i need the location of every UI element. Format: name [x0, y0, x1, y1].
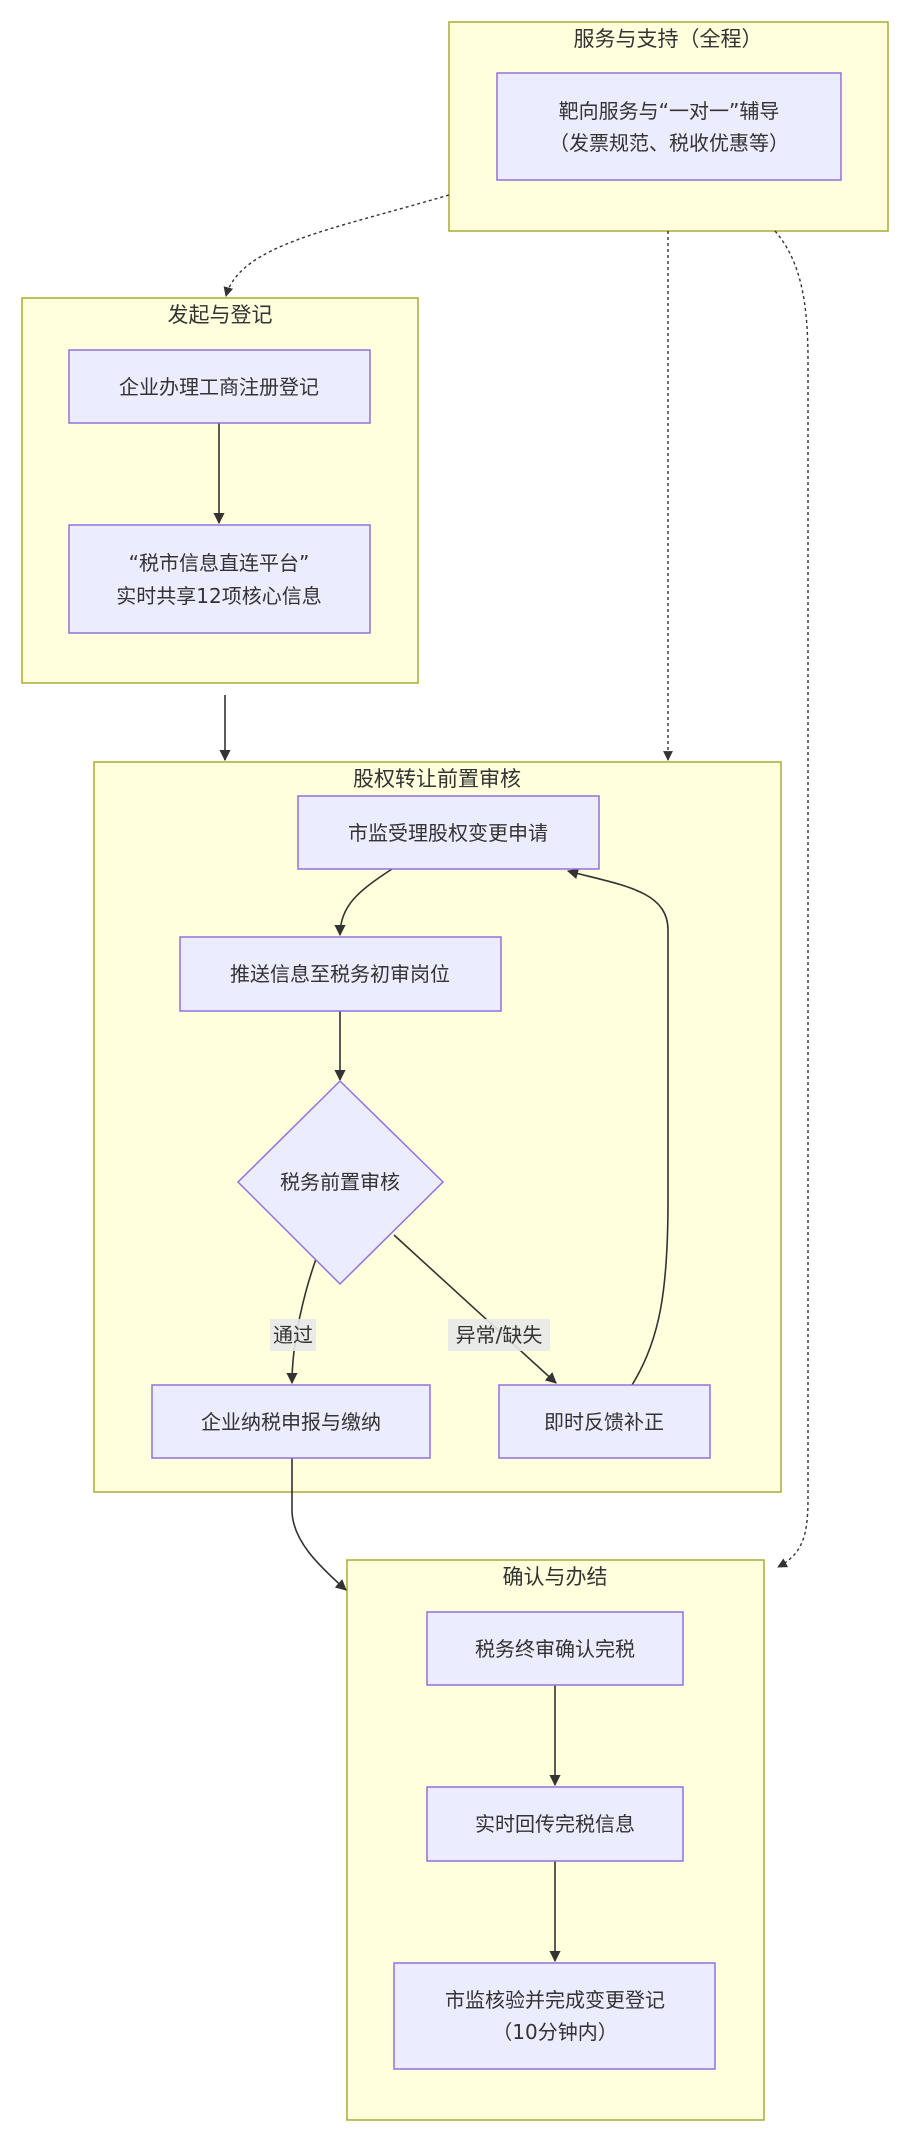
node-info-platform-line2: 实时共享12项核心信息 — [116, 584, 321, 608]
node-return-tax-info-box[interactable] — [426, 1786, 684, 1862]
edge-label-pass-text: 通过 — [273, 1323, 313, 1347]
cluster-equity-pre-review: 股权转让前置审核 — [93, 761, 782, 1493]
node-business-registration-text: 企业办理工商注册登记 — [119, 375, 319, 399]
node-targeted-service[interactable]: 靶向服务与“一对一”辅导 （发票规范、税收优惠等） — [496, 72, 842, 181]
node-info-platform[interactable]: “税市信息直连平台” 实时共享12项核心信息 — [68, 524, 371, 634]
node-instant-feedback-text: 即时反馈补正 — [544, 1410, 664, 1434]
cluster-initiation-registration-title: 发起与登记 — [168, 303, 273, 327]
node-push-info-box[interactable] — [179, 936, 502, 1012]
edge-label-abnormal-text: 异常/缺失 — [456, 1323, 543, 1347]
node-accept-application[interactable]: 市监受理股权变更申请 — [297, 795, 600, 870]
node-complete-registration-line1: 市监核验并完成变更登记 — [445, 1988, 665, 2012]
node-return-tax-info-text: 实时回传完税信息 — [475, 1812, 635, 1836]
node-business-registration-box[interactable] — [68, 349, 371, 424]
node-targeted-service-box[interactable] — [496, 72, 842, 181]
node-accept-application-box[interactable] — [297, 795, 600, 870]
node-push-info-text: 推送信息至税务初审岗位 — [230, 962, 450, 986]
node-tax-pre-review-text: 税务前置审核 — [280, 1170, 400, 1194]
edge-service-to-start — [223, 194, 450, 297]
edge-label-abnormal-bg — [448, 1319, 550, 1351]
node-final-tax-confirmation-box[interactable] — [426, 1611, 684, 1686]
node-complete-registration-line2: （10分钟内） — [492, 2020, 617, 2044]
node-targeted-service-line2: （发票规范、税收优惠等） — [549, 131, 789, 155]
node-tax-filing-payment-box[interactable] — [151, 1384, 431, 1459]
node-instant-feedback[interactable]: 即时反馈补正 — [498, 1384, 711, 1459]
node-info-platform-line1: “税市信息直连平台” — [129, 551, 310, 575]
node-accept-application-text: 市监受理股权变更申请 — [348, 821, 548, 845]
node-tax-filing-payment-text: 企业纳税申报与缴纳 — [201, 1410, 381, 1434]
node-complete-registration-box[interactable] — [393, 1962, 716, 2070]
node-tax-filing-payment[interactable]: 企业纳税申报与缴纳 — [151, 1384, 431, 1459]
node-final-tax-confirmation[interactable]: 税务终审确认完税 — [426, 1611, 684, 1686]
cluster-equity-pre-review-title: 股权转让前置审核 — [353, 767, 521, 791]
node-business-registration[interactable]: 企业办理工商注册登记 — [68, 349, 371, 424]
node-final-tax-confirmation-text: 税务终审确认完税 — [475, 1637, 635, 1661]
node-complete-registration[interactable]: 市监核验并完成变更登记 （10分钟内） — [393, 1962, 716, 2070]
cluster-equity-pre-review-box — [93, 761, 782, 1493]
node-instant-feedback-box[interactable] — [498, 1384, 711, 1459]
edge-feedback-to-accept — [566, 868, 669, 1386]
node-push-info[interactable]: 推送信息至税务初审岗位 — [179, 936, 502, 1012]
node-info-platform-box[interactable] — [68, 524, 371, 634]
node-return-tax-info[interactable]: 实时回传完税信息 — [426, 1786, 684, 1862]
edge-review-to-finish — [291, 1458, 347, 1591]
node-tax-pre-review-decision[interactable]: 税务前置审核 — [236, 1079, 445, 1286]
edge-accept-to-push — [334, 868, 393, 937]
edge-label-pass-bg — [270, 1319, 316, 1351]
edge-label-abnormal: 异常/缺失 — [448, 1319, 550, 1351]
node-targeted-service-line1: 靶向服务与“一对一”辅导 — [559, 99, 780, 123]
edge-label-pass: 通过 — [270, 1319, 316, 1351]
edge-decision-to-pay — [286, 1258, 317, 1385]
node-tax-pre-review-diamond[interactable] — [236, 1079, 445, 1286]
edge-decision-to-feedback — [393, 1234, 557, 1384]
cluster-service-support-title: 服务与支持（全程） — [574, 27, 763, 51]
cluster-confirmation-completion-title: 确认与办结 — [503, 1565, 608, 1589]
